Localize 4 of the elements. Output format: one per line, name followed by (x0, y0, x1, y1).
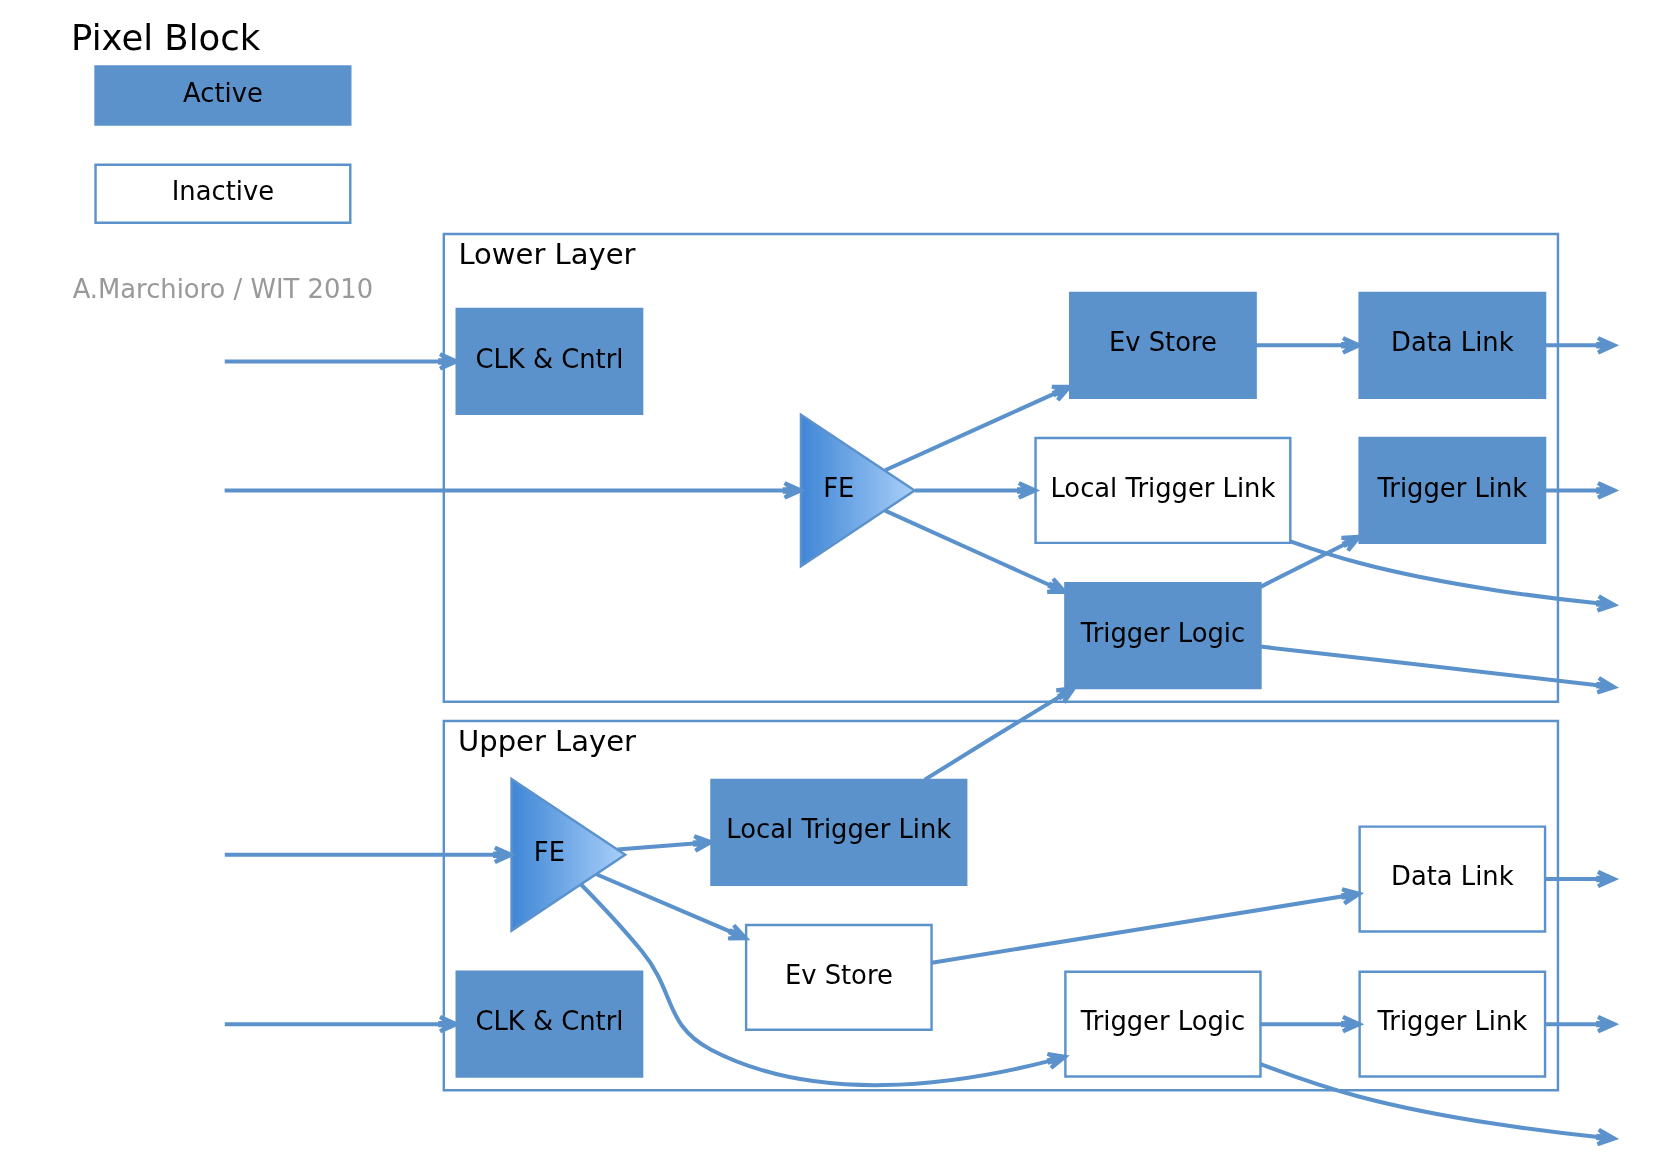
diagram-title: Pixel Block (71, 16, 261, 58)
legend-label: Inactive (171, 175, 275, 206)
label: A.Marchioro / WIT 2010 (72, 274, 374, 305)
legend-label: Active (183, 77, 263, 108)
